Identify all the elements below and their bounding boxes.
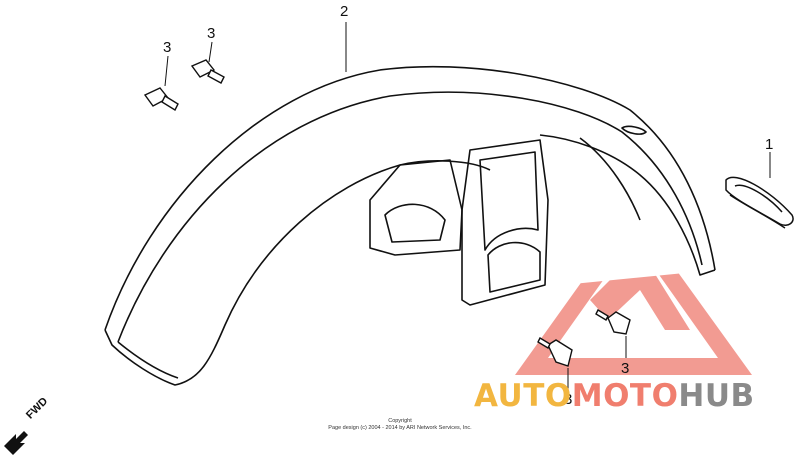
leader-lines [164, 22, 771, 390]
watermark-moto: MOTO [571, 378, 679, 414]
watermark-hub: HUB [678, 378, 755, 414]
watermark-brand-text: AUTOMOTOHUB [474, 381, 755, 412]
callout-number: 1 [765, 136, 774, 153]
callout-number: 3 [207, 25, 216, 42]
grommet-part [725, 176, 794, 229]
callout-number: 2 [340, 3, 349, 20]
callout-number: 3 [163, 39, 172, 56]
copyright-line-2: Page design (c) 2004 - 2014 by ARI Netwo… [328, 425, 472, 432]
watermark-triangle-logo [515, 210, 752, 375]
copyright-note: Copyright Page design (c) 2004 - 2014 by… [300, 418, 500, 432]
bolt-part-upper-right [190, 59, 225, 84]
forward-arrow-icon [4, 431, 28, 455]
callout-number: 3 [564, 391, 573, 408]
copyright-line-1: Copyright [388, 418, 412, 424]
watermark-auto: AUTO [474, 378, 572, 414]
front-fender [104, 65, 716, 386]
bolt-part-lower-right [595, 309, 631, 335]
callout-number: 3 [621, 360, 630, 377]
bolt-part-lower-left [537, 337, 573, 367]
bolt-part-upper-left [143, 87, 179, 111]
